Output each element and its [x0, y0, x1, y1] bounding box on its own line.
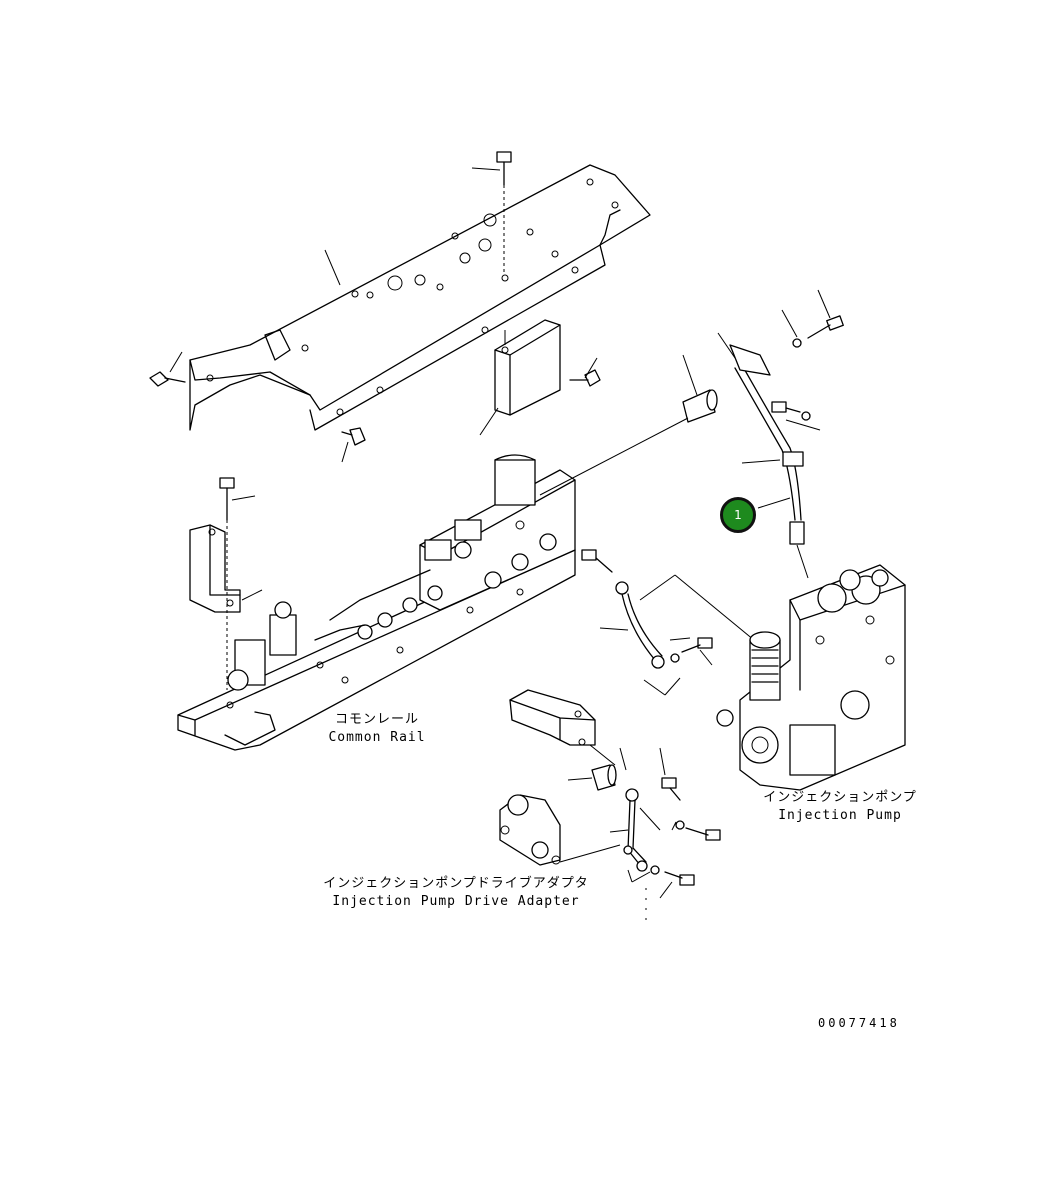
cover-plate	[189, 164, 651, 431]
bracket-bolt	[219, 477, 256, 690]
injection-pump-label-ja: インジェクションポンプ	[763, 790, 917, 805]
drive-adapter-bracket	[509, 689, 616, 766]
callout-1[interactable]: 1	[720, 497, 756, 533]
injection-pump-label-en: Injection Pump	[778, 808, 902, 823]
spacer-cylinder	[539, 354, 718, 496]
drive-adapter-pipe	[567, 764, 661, 883]
side-bolts	[149, 351, 601, 463]
drive-adapter-label-ja: インジェクションポンプドライブアダプタ	[323, 876, 589, 891]
drive-adapter	[499, 794, 621, 866]
fuel-pipe	[581, 549, 761, 696]
hose-bolts	[771, 289, 844, 431]
fuel-hose	[717, 332, 809, 579]
rail-bracket	[189, 524, 263, 613]
top-bolt	[471, 151, 512, 275]
injection-pump	[716, 564, 906, 791]
common-rail-label-ja: コモンレール	[334, 712, 419, 727]
drive-adapter-label-en: Injection Pump Drive Adapter	[332, 894, 580, 909]
drive-adapter-bolts	[619, 637, 721, 920]
spacer-block	[479, 319, 561, 436]
common-rail-label-en: Common Rail	[328, 730, 426, 745]
drawing-number: 00077418	[818, 1016, 900, 1030]
common-rail	[177, 454, 576, 751]
